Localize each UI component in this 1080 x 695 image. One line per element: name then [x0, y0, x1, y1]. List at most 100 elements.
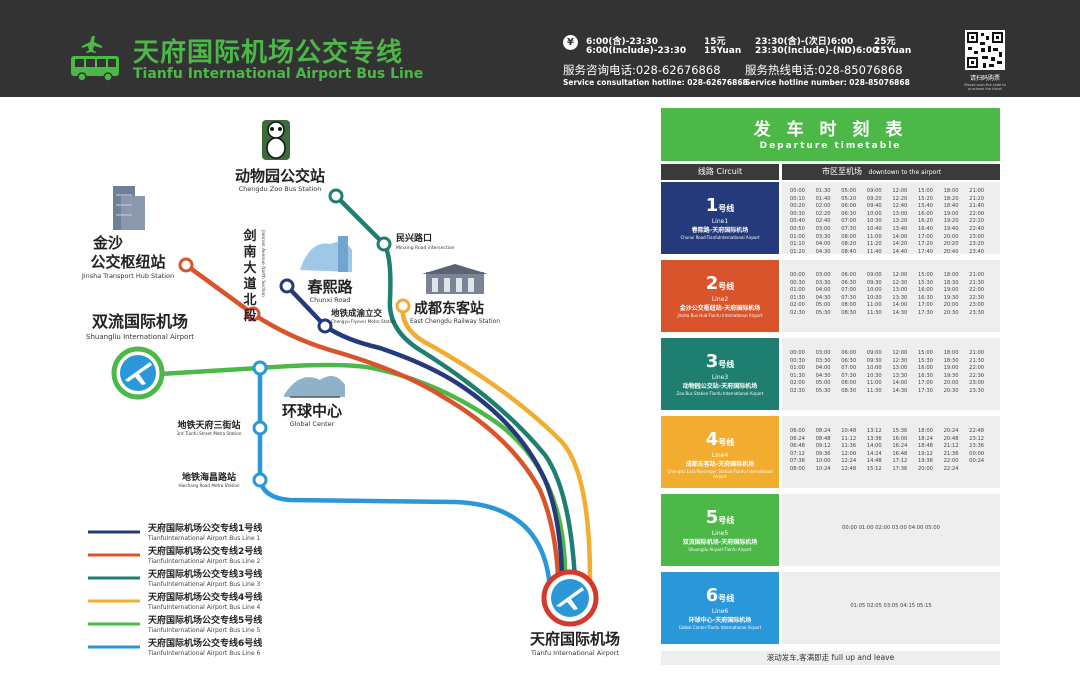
timetable-footer-note: 滚动发车,客满即走 full up and leave	[661, 651, 1000, 665]
departure-time: 19:30	[943, 372, 959, 379]
departure-time: 00:00	[790, 272, 805, 278]
departure-time: 09:36	[815, 450, 831, 457]
departure-time: 05:30	[815, 387, 831, 394]
svg-text:天府国际机场公交专线4号线: 天府国际机场公交专线4号线	[148, 591, 262, 603]
departure-time: 23:00	[969, 233, 985, 240]
departure-time: 21:00	[969, 350, 985, 356]
line-3-route: 动物园公交站-天府国际机场	[682, 383, 758, 390]
station-chunxi-marker[interactable]	[279, 278, 295, 294]
line-1-card[interactable]: 1号线 Line1 春熙路-天府国际机场 Chunxi Road-TianfuI…	[661, 182, 779, 254]
departure-time: 07:36	[790, 458, 805, 465]
departure-time: 07:12	[790, 450, 805, 457]
departure-time: 08:00	[790, 465, 805, 472]
timetable-title: 发 车 时 刻 表	[753, 120, 908, 140]
qr-code-icon[interactable]	[965, 30, 1005, 70]
departure-time: 01:30	[790, 372, 805, 379]
departure-time: 14:30	[892, 309, 908, 316]
departure-time: 08:00	[841, 302, 857, 309]
route-line-6	[257, 368, 553, 591]
station-haichang-label-en: Haichang Road Metro Station	[178, 483, 239, 488]
departure-time: 10:40	[866, 225, 882, 232]
departure-time: 05:00	[815, 380, 831, 387]
station-minxing-marker[interactable]	[376, 236, 392, 252]
line-6-card[interactable]: 6号线 Line6 环球中心-天府国际机场 Global Center-Tian…	[661, 572, 779, 644]
station-tianfu3-marker[interactable]	[252, 420, 268, 436]
departure-time: 10:00	[866, 365, 882, 372]
station-jiannan-marker[interactable]	[245, 306, 261, 322]
line-5-card[interactable]: 5号线 Line5 双流国际机场-天府国际机场 Shuangliu Airpor…	[661, 494, 779, 566]
departure-time: 12:00	[841, 450, 857, 457]
header-bar: 天府国际机场公交专线 Tianfu International Airport …	[0, 0, 1080, 97]
line-4-en: Line4	[711, 452, 729, 459]
line-3-card[interactable]: 3号线 Line3 动物园公交站-天府国际机场 Zoo Bus Station-…	[661, 338, 779, 410]
departure-time: 09:40	[866, 203, 882, 210]
svg-text:TianfuInternational Airport Bu: TianfuInternational Airport Bus Line 1	[147, 535, 261, 542]
route-line-2	[184, 263, 561, 576]
station-chengyu-marker[interactable]	[317, 318, 333, 334]
line-2-card[interactable]: 2号线 Line2 金沙公交枢纽站-天府国际机场 Jinsha Bus Hub-…	[661, 260, 779, 332]
fare-price-day-en: 15Yuan	[704, 46, 742, 56]
svg-text:剑: 剑	[242, 228, 256, 244]
departure-time: 07:00	[841, 287, 857, 294]
svg-text:TianfuInternational Airport Bu: TianfuInternational Airport Bus Line 3	[147, 581, 261, 588]
station-global-marker[interactable]	[252, 360, 268, 376]
column-header-direction-cn: 市区至机场	[822, 167, 862, 176]
fare-price-night-en: 25Yuan	[874, 46, 912, 56]
departure-time: 12:30	[892, 357, 908, 364]
line-2-route: 金沙公交枢纽站-天府国际机场	[679, 305, 761, 312]
line-6-route-en: Global Center-Tianfu International Airpo…	[678, 625, 762, 630]
departure-time: 01:20	[790, 248, 805, 255]
departure-time: 20:48	[943, 435, 959, 442]
departure-time: 22:00	[969, 210, 985, 217]
line-6-en: Line6	[711, 608, 729, 615]
qr-label: 请扫码购票	[969, 75, 1000, 82]
line-3-en: Line3	[711, 374, 729, 381]
bus-airplane-logo-icon	[71, 36, 119, 82]
departure-time: 21:36	[943, 450, 959, 457]
line-5-route-en: Shuangliu Airport-Tianfu Airport	[688, 547, 752, 552]
departure-time: 05:20	[841, 195, 857, 202]
railway-station-icon	[422, 264, 488, 294]
shuangliu-airport-marker[interactable]	[111, 346, 165, 400]
departure-time: 08:00	[841, 380, 857, 387]
departure-time: 07:30	[841, 372, 857, 379]
line-1-route: 春熙路-天府国际机场	[691, 227, 749, 234]
fare-price-night-cn: 25元	[874, 37, 896, 47]
departure-time: 02:30	[790, 309, 805, 316]
station-jinsha-marker[interactable]	[178, 257, 194, 273]
departure-time: 06:48	[790, 443, 805, 450]
departure-time: 19:36	[917, 458, 933, 465]
departure-time: 21:40	[969, 203, 985, 210]
departure-time: 05:00	[815, 302, 831, 309]
departure-time: 06:00	[841, 203, 857, 210]
departure-time: 16:30	[917, 372, 933, 379]
departure-time: 11:36	[841, 443, 857, 450]
departure-time: 13:12	[866, 428, 882, 434]
departure-time: 21:20	[969, 195, 985, 202]
route-line-1	[285, 284, 565, 576]
tianfu-airport-marker[interactable]	[541, 569, 599, 627]
line-4-card[interactable]: 4号线 Line4 成都东客站-天府国际机场 Chengdu East Pass…	[661, 416, 779, 488]
departure-time: 10:48	[841, 428, 857, 434]
line-1-en: Line1	[711, 218, 729, 225]
departure-time: 01:10	[790, 241, 805, 248]
departure-time: 02:30	[790, 387, 805, 394]
station-haichang-marker[interactable]	[252, 472, 268, 488]
departure-time: 23:30	[969, 309, 985, 316]
chunxi-skyline-icon	[300, 236, 352, 272]
station-east-rail-marker[interactable]	[395, 298, 411, 314]
fare-price-day-cn: 15元	[704, 37, 726, 47]
departure-time: 17:40	[917, 248, 933, 255]
departure-time: 06:30	[841, 210, 857, 217]
departure-time: 20:20	[943, 241, 959, 248]
departure-time: 22:40	[969, 225, 985, 232]
departure-time: 08:00	[841, 233, 857, 240]
departure-time: 18:00	[943, 272, 959, 278]
departure-time: 13:20	[892, 218, 908, 225]
departure-time: 02:20	[815, 210, 831, 217]
line-4-route-en: Chengdu East Passenger Station-Tianfu In…	[667, 469, 773, 479]
station-zoo-marker[interactable]	[328, 188, 344, 204]
timetable-header: 发 车 时 刻 表 Departure timetable	[661, 108, 1000, 161]
departure-time: 12:40	[892, 203, 908, 210]
svg-text:天府国际机场公交专线6号线: 天府国际机场公交专线6号线	[148, 637, 262, 649]
